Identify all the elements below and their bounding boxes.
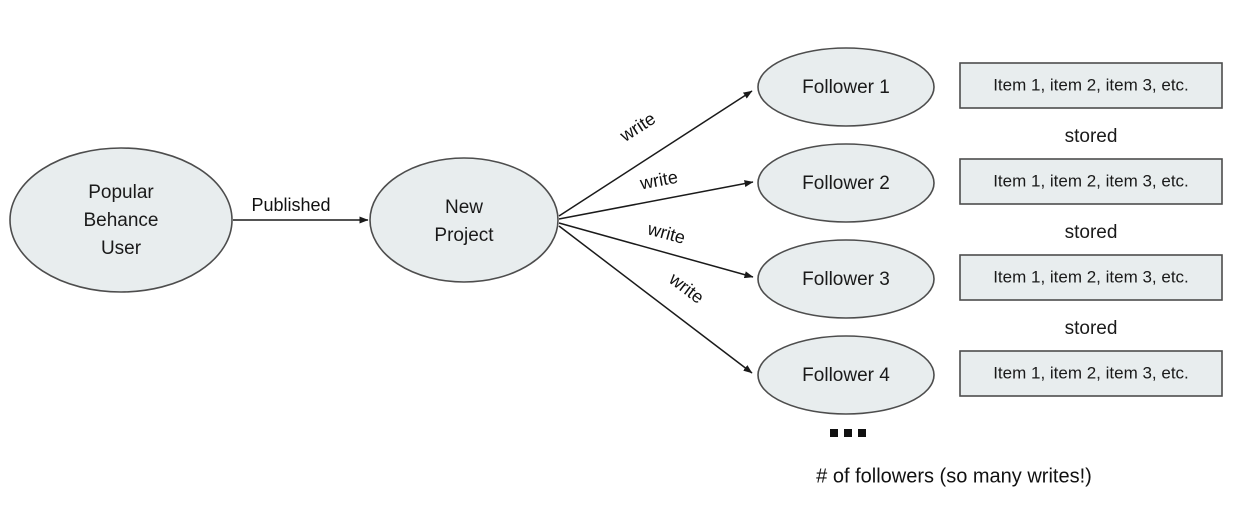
new-project-ellipse (369, 157, 559, 283)
storage-box-3-label: Item 1, item 2, item 3, etc. (993, 267, 1189, 286)
ellipsis-more-followers-icon (830, 429, 866, 437)
edge-write-2-line (558, 180, 754, 220)
storage-box-1-rect (959, 62, 1223, 109)
edge-write-4: write (558, 225, 753, 374)
storage-box-4-label: Item 1, item 2, item 3, etc. (993, 363, 1189, 382)
ellipsis-dot-2 (844, 429, 852, 437)
follower-4-ellipse (757, 335, 935, 415)
edge-write-1: write (558, 90, 753, 217)
follower-4-label: Follower 4 (802, 365, 890, 386)
edge-write-1-label: write (616, 108, 660, 146)
edge-write-4-label: write (665, 268, 708, 307)
node-follower-1[interactable]: Follower 1 (757, 47, 935, 127)
storage-box-2-label: Item 1, item 2, item 3, etc. (993, 171, 1189, 190)
stored-label-3: stored (1065, 318, 1118, 339)
storage-box-2[interactable]: Item 1, item 2, item 3, etc. (959, 158, 1223, 205)
follower-3-label: Follower 3 (802, 269, 890, 290)
node-follower-4[interactable]: Follower 4 (757, 335, 935, 415)
storage-box-4[interactable]: Item 1, item 2, item 3, etc. (959, 350, 1223, 397)
storage-box-2-rect (959, 158, 1223, 205)
edge-write-2-label: write (637, 167, 679, 194)
edge-write-4-line (558, 225, 753, 374)
follower-2-label: Follower 2 (802, 173, 890, 194)
ellipsis-dot-3 (858, 429, 866, 437)
popular-behance-user-label-line-1: Popular (88, 182, 154, 203)
follower-1-label: Follower 1 (802, 77, 890, 98)
storage-box-4-rect (959, 350, 1223, 397)
popular-behance-user-ellipse (9, 147, 233, 293)
node-popular-behance-user[interactable]: Popular Behance User (9, 147, 233, 293)
stored-label-2: stored (1065, 222, 1118, 243)
edge-published: Published (233, 195, 369, 224)
node-follower-3[interactable]: Follower 3 (757, 239, 935, 319)
ellipsis-dot-1 (830, 429, 838, 437)
node-new-project[interactable]: New Project (369, 157, 559, 283)
new-project-label-line-2: Project (434, 225, 494, 246)
edge-write-3-line (558, 222, 754, 279)
node-follower-2[interactable]: Follower 2 (757, 143, 935, 223)
storage-box-1[interactable]: Item 1, item 2, item 3, etc. (959, 62, 1223, 109)
followers-count-caption: # of followers (so many writes!) (816, 465, 1092, 487)
edge-write-2: write (558, 167, 754, 220)
follower-3-ellipse (757, 239, 935, 319)
edge-published-label: Published (251, 195, 330, 215)
follower-1-ellipse (757, 47, 935, 127)
stored-label-1: stored (1065, 126, 1118, 147)
storage-box-3-rect (959, 254, 1223, 301)
storage-box-3[interactable]: Item 1, item 2, item 3, etc. (959, 254, 1223, 301)
popular-behance-user-label-line-3: User (101, 238, 142, 259)
edge-write-3-label: write (645, 218, 688, 248)
new-project-label-line-1: New (445, 197, 483, 218)
edge-write-1-line (558, 90, 753, 217)
follower-2-ellipse (757, 143, 935, 223)
storage-box-1-label: Item 1, item 2, item 3, etc. (993, 75, 1189, 94)
popular-behance-user-label-line-2: Behance (83, 210, 158, 231)
